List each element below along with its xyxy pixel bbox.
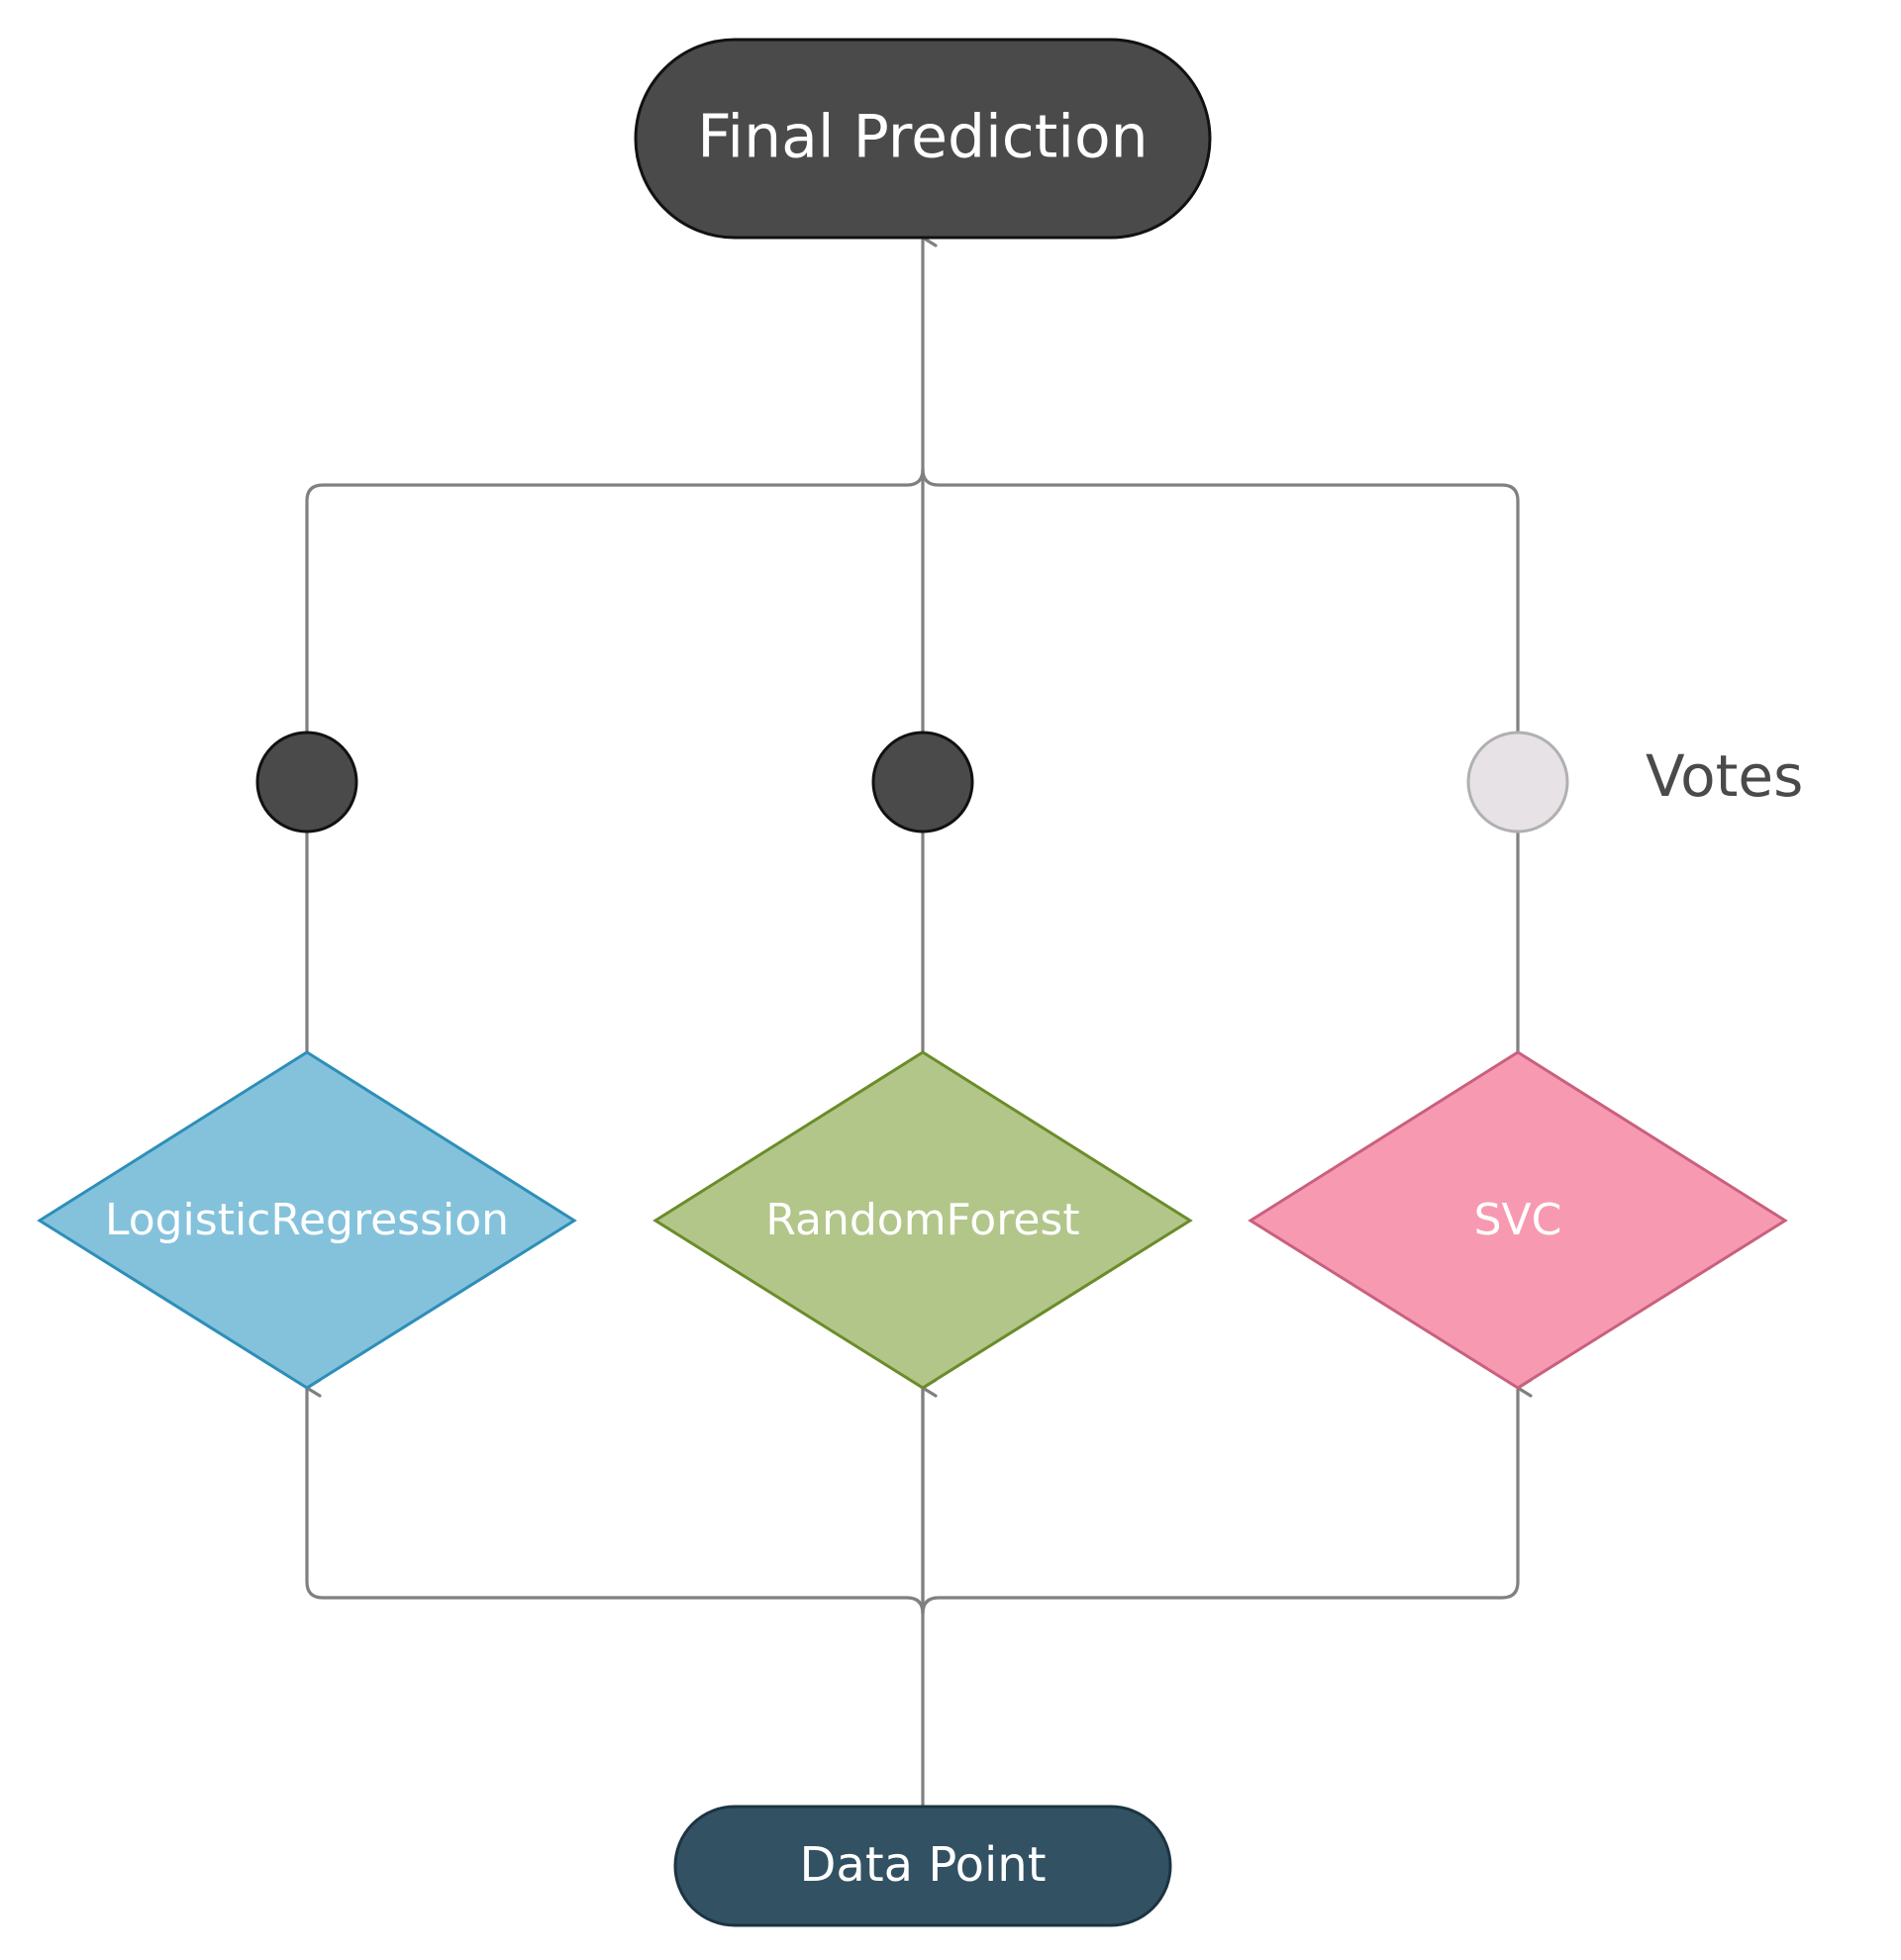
votes-label: Votes: [1646, 742, 1803, 810]
input-connectors: [305, 1354, 1533, 1812]
model-node-randomforest: RandomForest: [652, 1050, 1193, 1390]
output-connectors: [305, 228, 1520, 1052]
model-node-logisticregression: LogisticRegression: [37, 1050, 577, 1390]
connector-to-svc: [921, 1378, 1533, 1615]
connector-to-logisticregression: [305, 1378, 925, 1615]
data-point-label: Data Point: [799, 1837, 1046, 1893]
final-prediction-label: Final Prediction: [697, 103, 1148, 172]
final-prediction-node: Final Prediction: [634, 38, 1212, 240]
votes-group: Votes: [255, 731, 1803, 833]
connector-svc-to-final: [921, 468, 1520, 733]
vote-indicator-svc: [1466, 731, 1569, 833]
model-nodes: LogisticRegression RandomForest SVC: [37, 1050, 1788, 1390]
model-node-svc: SVC: [1248, 1050, 1788, 1390]
model-label-logisticregression: LogisticRegression: [105, 1195, 509, 1245]
vote-indicator-logisticregression: [255, 731, 358, 833]
data-point-node: Data Point: [673, 1805, 1172, 1927]
vote-indicator-randomforest: [871, 731, 974, 833]
connector-logisticregression-to-final: [305, 468, 925, 733]
model-label-svc: SVC: [1474, 1195, 1562, 1245]
model-label-randomforest: RandomForest: [765, 1195, 1079, 1245]
